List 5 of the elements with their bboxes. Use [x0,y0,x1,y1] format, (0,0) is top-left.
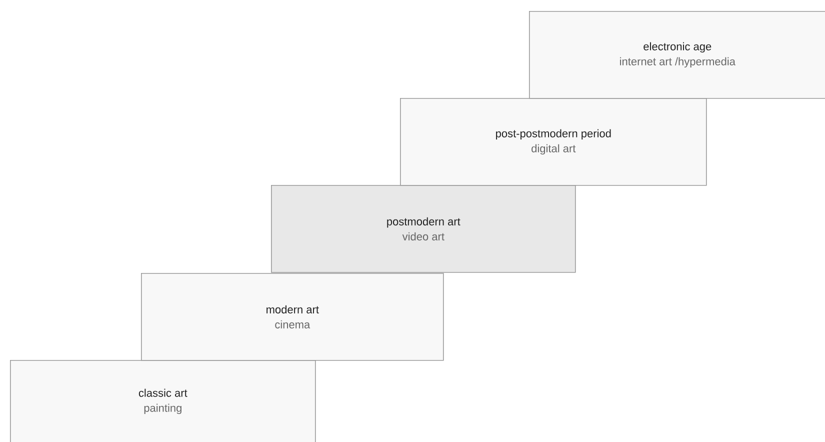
stage-box: electronic age internet art /hypermedia [529,11,825,99]
stage-box: classic art painting [10,360,316,442]
stage-box: post-postmodern period digital art [400,98,707,186]
stage-box: modern art cinema [141,273,444,361]
stage-box: postmodern art video art [271,185,576,273]
